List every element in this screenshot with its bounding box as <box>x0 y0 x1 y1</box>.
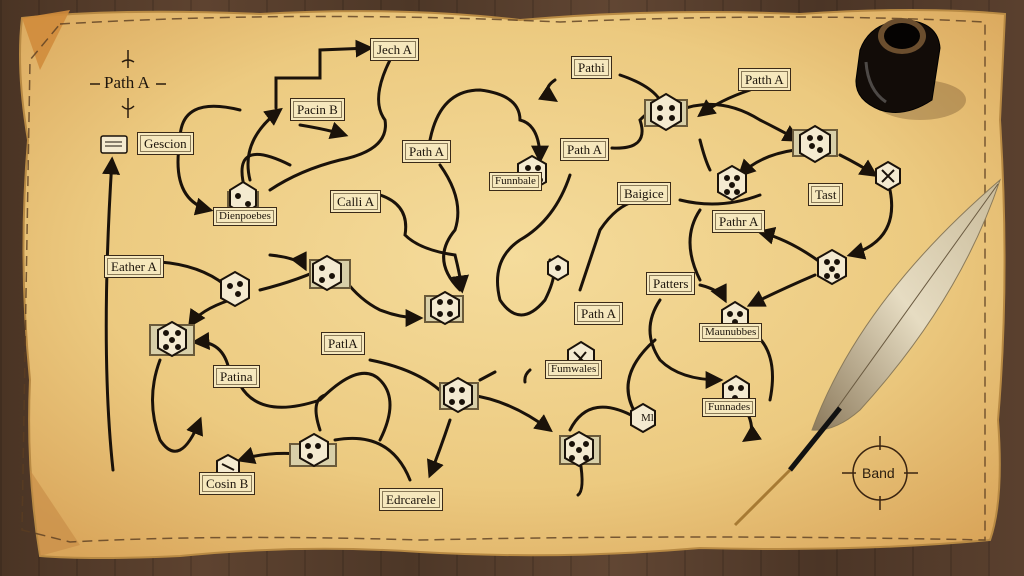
die-node <box>547 254 569 282</box>
node-label[interactable]: Pathi <box>571 56 612 79</box>
die-node <box>289 432 337 468</box>
die-node <box>817 248 847 286</box>
die-node <box>717 164 747 202</box>
scroll-icon <box>100 135 128 154</box>
node-label[interactable]: Funnbale <box>489 172 542 191</box>
inkwell-icon <box>855 18 966 120</box>
die-node <box>220 270 250 308</box>
die-node <box>424 290 464 326</box>
node-label[interactable]: Gescion <box>137 132 194 155</box>
node-label[interactable]: Ml <box>641 412 654 424</box>
node-label[interactable]: Path A <box>560 138 610 161</box>
compass-mark-band <box>842 436 918 510</box>
die-node <box>439 376 479 414</box>
node-label[interactable]: Cosin B <box>199 472 256 495</box>
node-label[interactable]: Edrcarele <box>379 488 443 511</box>
node-label[interactable]: Tast <box>808 183 844 206</box>
die-node <box>149 320 195 358</box>
node-label[interactable]: Patth A <box>738 68 791 91</box>
node-label[interactable]: Eather A <box>104 255 164 278</box>
node-label[interactable]: Patina <box>213 365 260 388</box>
compass-title-path-a: Path A <box>104 73 150 92</box>
node-label[interactable]: Path A <box>402 140 452 163</box>
die-node <box>630 402 656 434</box>
compass-title-band: Band <box>862 465 895 481</box>
node-label[interactable]: Funnades <box>702 398 757 417</box>
node-label[interactable]: Baigice <box>617 182 671 205</box>
node-label[interactable]: Fumwales <box>545 360 603 379</box>
node-label[interactable]: Pathr A <box>712 210 766 233</box>
compass-mark-top-left <box>90 50 166 118</box>
node-label[interactable]: Pacin B <box>290 98 345 121</box>
node-label[interactable]: PatlA <box>321 332 365 355</box>
die-node <box>792 124 838 164</box>
die-node <box>559 430 601 468</box>
node-label[interactable]: Patters <box>646 272 696 295</box>
node-label[interactable]: Path A <box>574 302 624 325</box>
node-label[interactable]: Maunubbes <box>699 323 763 342</box>
node-label[interactable]: Jech A <box>370 38 420 61</box>
die-node <box>875 160 901 192</box>
die-node <box>644 92 688 132</box>
node-label[interactable]: Calli A <box>330 190 382 213</box>
die-node <box>309 254 351 292</box>
node-label[interactable]: Dienpoebes <box>213 207 277 226</box>
quill-icon <box>733 178 1002 527</box>
